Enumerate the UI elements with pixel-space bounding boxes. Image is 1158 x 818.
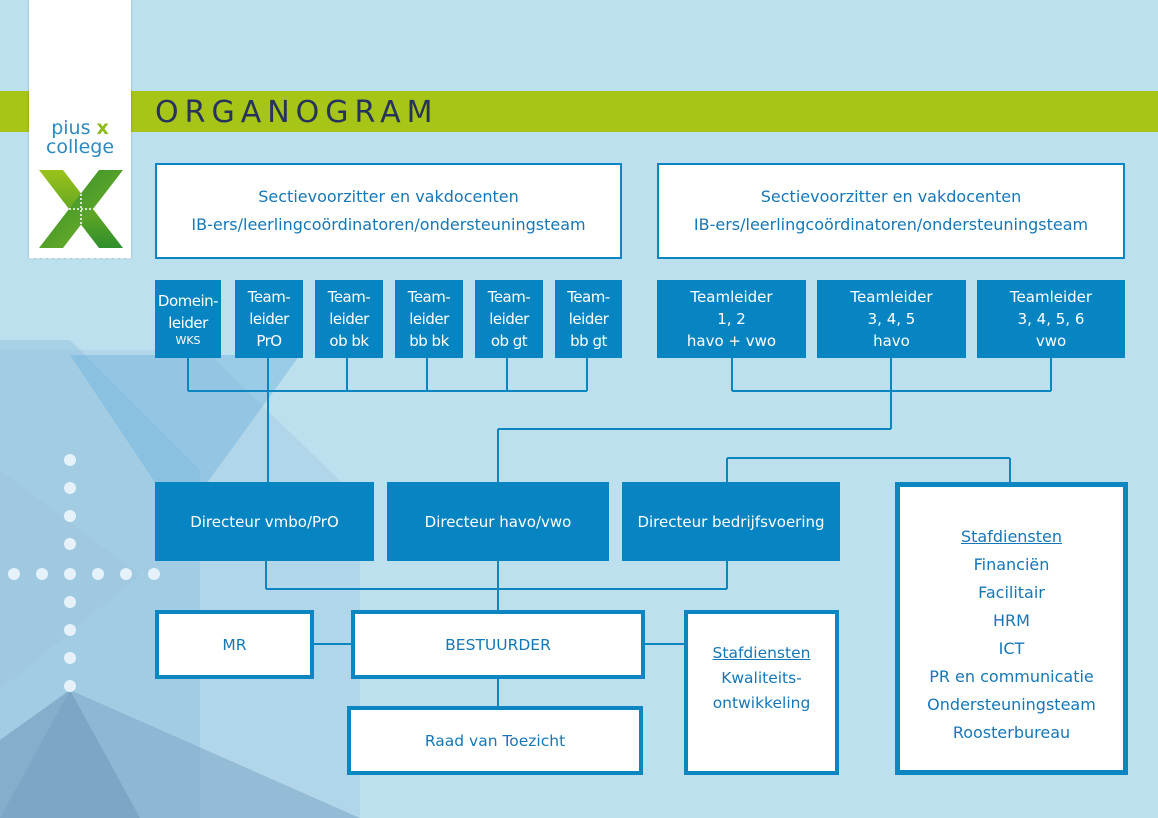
staf-item-facilitair: Facilitair	[978, 583, 1045, 602]
leader-line: vwo	[1035, 332, 1067, 350]
leader-box-pro: Team- leider PrO	[235, 280, 303, 358]
leader-line: 3, 4, 5	[867, 310, 916, 328]
sectie-line1: Sectievoorzitter en vakdocenten	[760, 187, 1022, 206]
leader-line: Team-	[247, 288, 291, 306]
sectie-line1: Sectievoorzitter en vakdocenten	[258, 187, 519, 206]
leader-box-ob-gt: Team- leider ob gt	[475, 280, 543, 358]
leader-line: bb bk	[409, 332, 449, 350]
leader-line: Team-	[567, 288, 610, 306]
leader-line: leider	[329, 310, 369, 328]
raad-van-toezicht-box: Raad van Toezicht	[347, 706, 643, 775]
leader-line: leider	[409, 310, 449, 328]
leader-box-domeinleider-wks: Domein- leider WKS	[155, 280, 221, 358]
mr-box: MR	[155, 610, 314, 679]
leader-line: PrO	[256, 332, 282, 350]
page-title: ORGANOGRAM	[155, 95, 439, 130]
leader-line: leider	[489, 310, 529, 328]
leader-box-bb-gt: Team- leider bb gt	[555, 280, 622, 358]
leader-line: Teamleider	[690, 288, 773, 306]
director-bedrijfsvoering-box: Directeur bedrijfsvoering	[622, 482, 840, 561]
director-vmbo-box: Directeur vmbo/PrO	[155, 482, 374, 561]
stafdiensten-heading: Stafdiensten	[960, 527, 1063, 546]
stafdiensten-heading: Stafdiensten	[712, 644, 811, 662]
leader-line: havo	[873, 332, 910, 350]
leader-line: Domein-	[157, 292, 219, 310]
stafdiensten-kwaliteit-box: Stafdiensten Kwaliteits- ontwikkeling	[684, 610, 839, 775]
sectie-box-vmbo: Sectievoorzitter en vakdocenten IB-ers/l…	[155, 163, 622, 259]
leader-line: WKS	[175, 334, 201, 347]
leader-box-vwo-3456: Teamleider 3, 4, 5, 6 vwo	[977, 280, 1125, 358]
leader-line: leider	[168, 314, 208, 332]
leader-box-ob-bk: Team- leider ob bk	[315, 280, 383, 358]
logo-word-college: college	[45, 136, 115, 158]
staf-item-hrm: HRM	[993, 611, 1030, 630]
staf-item-financien: Financiën	[973, 555, 1050, 574]
staf-item-rooster: Roosterbureau	[952, 723, 1071, 742]
sectie-line2: IB-ers/leerlingcoördinatoren/ondersteuni…	[191, 215, 586, 234]
logo-word-x: x	[96, 117, 109, 139]
dot-pattern	[8, 454, 160, 692]
leader-line: 3, 4, 5, 6	[1017, 310, 1085, 328]
leader-line: leider	[249, 310, 289, 328]
leader-box-bb-bk: Team- leider bb bk	[395, 280, 463, 358]
staf-item-ondersteuning: Ondersteuningsteam	[927, 695, 1096, 714]
sectie-line2: IB-ers/leerlingcoördinatoren/ondersteuni…	[693, 215, 1089, 234]
leader-line: ob bk	[329, 332, 369, 350]
leader-box-havo-345: Teamleider 3, 4, 5 havo	[817, 280, 966, 358]
staf-item-ict: ICT	[998, 639, 1025, 658]
leader-line: Team-	[487, 288, 531, 306]
director-havo-box: Directeur havo/vwo	[387, 482, 609, 561]
logo-x-icon	[39, 170, 123, 248]
leader-line: Teamleider	[1009, 288, 1093, 306]
staf-item-pr: PR en communicatie	[929, 667, 1094, 686]
staf-line: ontwikkeling	[712, 694, 811, 712]
leader-line: Team-	[407, 288, 451, 306]
title-band	[0, 91, 1158, 132]
sectie-box-havo: Sectievoorzitter en vakdocenten IB-ers/l…	[657, 163, 1125, 259]
logo-text: pius x college	[29, 119, 131, 157]
leader-line: Team-	[327, 288, 371, 306]
leader-line: leider	[568, 310, 609, 328]
logo: pius x college	[29, 0, 131, 262]
stafdiensten-box: Stafdiensten Financiën Facilitair HRM IC…	[895, 482, 1128, 775]
leader-line: bb gt	[570, 332, 607, 350]
logo-word-pius: pius	[51, 117, 91, 139]
leader-line: Teamleider	[850, 288, 933, 306]
staf-line: Kwaliteits-	[721, 669, 802, 687]
leader-line: havo + vwo	[686, 332, 777, 350]
leader-box-havo-vwo-12: Teamleider 1, 2 havo + vwo	[657, 280, 806, 358]
leader-line: ob gt	[490, 332, 528, 350]
leader-line: 1, 2	[717, 310, 746, 328]
bestuurder-box: BESTUURDER	[351, 610, 645, 679]
